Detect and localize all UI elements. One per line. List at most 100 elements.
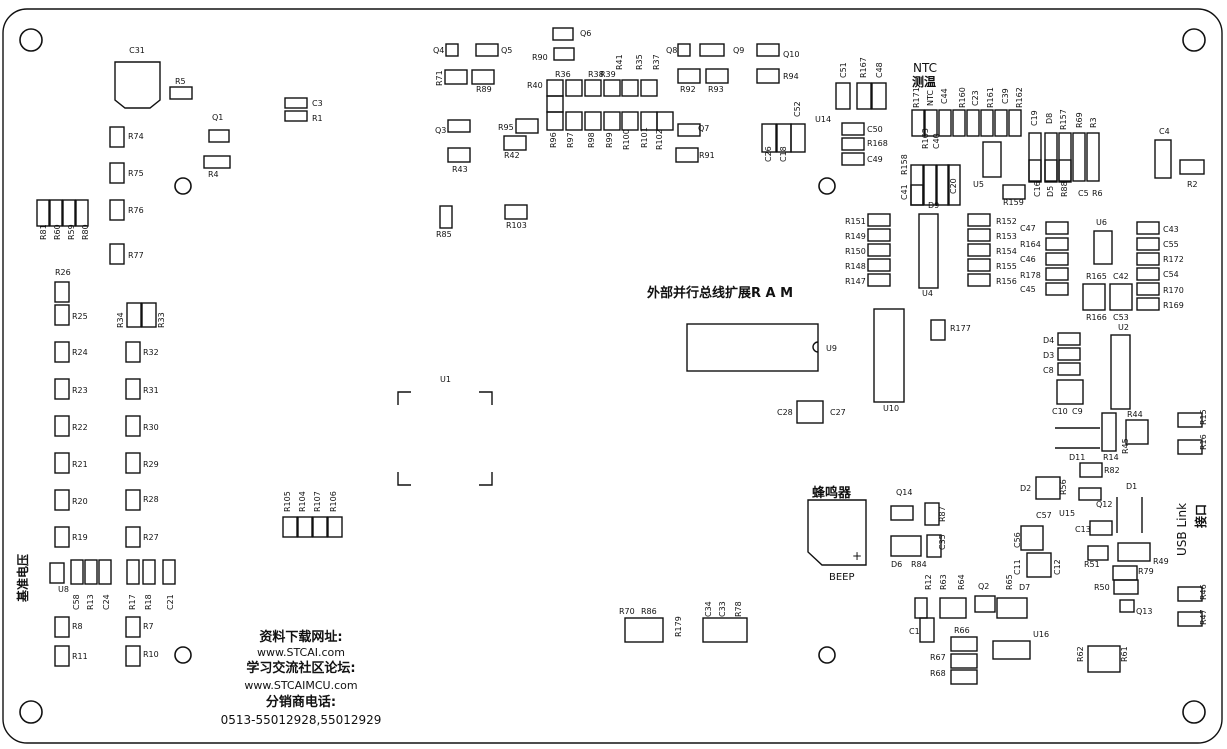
ref-r103: R103 bbox=[506, 221, 527, 230]
pad-r2 bbox=[1179, 159, 1205, 175]
ref-r56: R56 bbox=[1059, 479, 1068, 495]
pad-r63 bbox=[939, 597, 967, 619]
pad-r107 bbox=[312, 516, 328, 538]
ref-d9: D9 bbox=[928, 201, 939, 210]
pad-r39 bbox=[584, 79, 602, 97]
ref-c24: C24 bbox=[102, 594, 111, 610]
ref-r36: R36 bbox=[555, 70, 571, 79]
ref-q12: Q12 bbox=[1096, 500, 1112, 509]
pad-r167 bbox=[856, 82, 872, 110]
ref-c16: C16 bbox=[1033, 181, 1042, 197]
pad-c49 bbox=[841, 152, 865, 166]
pad-r77 bbox=[109, 243, 125, 265]
ref-r149: R149 bbox=[845, 232, 866, 241]
pad-r153 bbox=[967, 228, 991, 242]
pad-r59 bbox=[62, 199, 76, 227]
ref-r82: R82 bbox=[1104, 466, 1120, 475]
ref-d3: D3 bbox=[1043, 351, 1054, 360]
ref-r22: R22 bbox=[72, 423, 88, 432]
pad-d5 bbox=[1044, 159, 1058, 183]
pad-r170 bbox=[1136, 282, 1160, 296]
ref-d5: D5 bbox=[1046, 186, 1055, 197]
ref-q6: Q6 bbox=[580, 29, 591, 38]
ref-r150: R150 bbox=[845, 247, 866, 256]
pad-r79 bbox=[1112, 565, 1138, 581]
ref-r151: R151 bbox=[845, 217, 866, 226]
pad-r171 bbox=[911, 109, 925, 137]
ref-r7: R7 bbox=[143, 622, 154, 631]
pad-r92 bbox=[677, 68, 701, 84]
ref-c41: C41 bbox=[900, 184, 909, 200]
pad-q7 bbox=[677, 123, 701, 137]
ref-r78: R78 bbox=[734, 601, 743, 617]
ref-u6: U6 bbox=[1096, 218, 1107, 227]
mounting-hole bbox=[19, 28, 43, 52]
ref-r26: R26 bbox=[55, 268, 71, 277]
pad-r16 bbox=[1177, 439, 1203, 455]
pad-c16 bbox=[1028, 159, 1042, 183]
ref-c5: C5 bbox=[1078, 189, 1089, 198]
pad-c19 bbox=[1028, 132, 1042, 182]
pad-r43 bbox=[447, 147, 471, 163]
u1-outline bbox=[397, 391, 493, 486]
ref-r31: R31 bbox=[143, 386, 159, 395]
pad-r159 bbox=[1002, 184, 1026, 200]
pad-c13 bbox=[1089, 520, 1113, 536]
ref-c34: C34 bbox=[704, 601, 713, 617]
ref-c21: C21 bbox=[166, 594, 175, 610]
ref-r100: R100 bbox=[622, 129, 631, 150]
pad-d3 bbox=[1057, 347, 1081, 361]
ref-r177: R177 bbox=[950, 324, 971, 333]
ref-d1: D1 bbox=[1126, 482, 1137, 491]
pad-r35 bbox=[621, 79, 639, 97]
ref-r161: R161 bbox=[986, 87, 995, 108]
d1-outline bbox=[1116, 497, 1143, 533]
pad-r68 bbox=[950, 669, 978, 685]
pad-r66 bbox=[950, 636, 978, 652]
pad-r26 bbox=[54, 281, 70, 303]
ref-q3: Q3 bbox=[435, 126, 446, 135]
ref-r101: R101 bbox=[640, 127, 649, 148]
pad-r41 bbox=[603, 79, 621, 97]
ref-r164: R164 bbox=[1020, 240, 1041, 249]
ref-r163: R163 bbox=[921, 128, 930, 149]
pad-r19 bbox=[54, 526, 70, 548]
ref-r21: R21 bbox=[72, 460, 88, 469]
ref-r46: R46 bbox=[1199, 584, 1208, 600]
pad-r7 bbox=[125, 616, 141, 638]
ref-c50: C50 bbox=[867, 125, 883, 134]
pad-r49 bbox=[1117, 542, 1151, 562]
pad-r157 bbox=[1058, 132, 1072, 182]
ref-c9: C9 bbox=[1072, 407, 1083, 416]
pad-q2 bbox=[974, 595, 996, 613]
pad-r12 bbox=[914, 597, 928, 619]
pad-r75 bbox=[109, 162, 125, 184]
ref-r178: R178 bbox=[1020, 271, 1041, 280]
ref-r24: R24 bbox=[72, 348, 88, 357]
ref-d8: D8 bbox=[1045, 113, 1054, 124]
mounting-holes bbox=[19, 28, 1206, 724]
pad-c51 bbox=[835, 82, 851, 110]
pad-r23 bbox=[54, 378, 70, 400]
ref-r4: R4 bbox=[208, 170, 219, 179]
ref-r76: R76 bbox=[128, 206, 144, 215]
pad-q9 bbox=[699, 43, 725, 57]
pad-r34 bbox=[126, 302, 142, 328]
pad-r22 bbox=[54, 415, 70, 437]
pad-r11 bbox=[54, 645, 70, 667]
ref-d7: D7 bbox=[1019, 583, 1030, 592]
component-pads bbox=[36, 27, 1205, 685]
u9-notch bbox=[812, 341, 819, 353]
pad-c20 bbox=[947, 164, 961, 206]
ref-r155: R155 bbox=[996, 262, 1017, 271]
ref-r92: R92 bbox=[680, 85, 696, 94]
pad-r69 bbox=[1072, 132, 1086, 182]
pad-c47 bbox=[1045, 221, 1069, 235]
ref-r95: R95 bbox=[498, 123, 514, 132]
pad-r147 bbox=[867, 273, 891, 287]
ref-r62: R62 bbox=[1076, 646, 1085, 662]
pad-c57 bbox=[1020, 525, 1044, 551]
pad-r51 bbox=[1087, 545, 1109, 561]
d11-outline bbox=[1055, 427, 1100, 449]
pad-c58 bbox=[70, 559, 84, 585]
